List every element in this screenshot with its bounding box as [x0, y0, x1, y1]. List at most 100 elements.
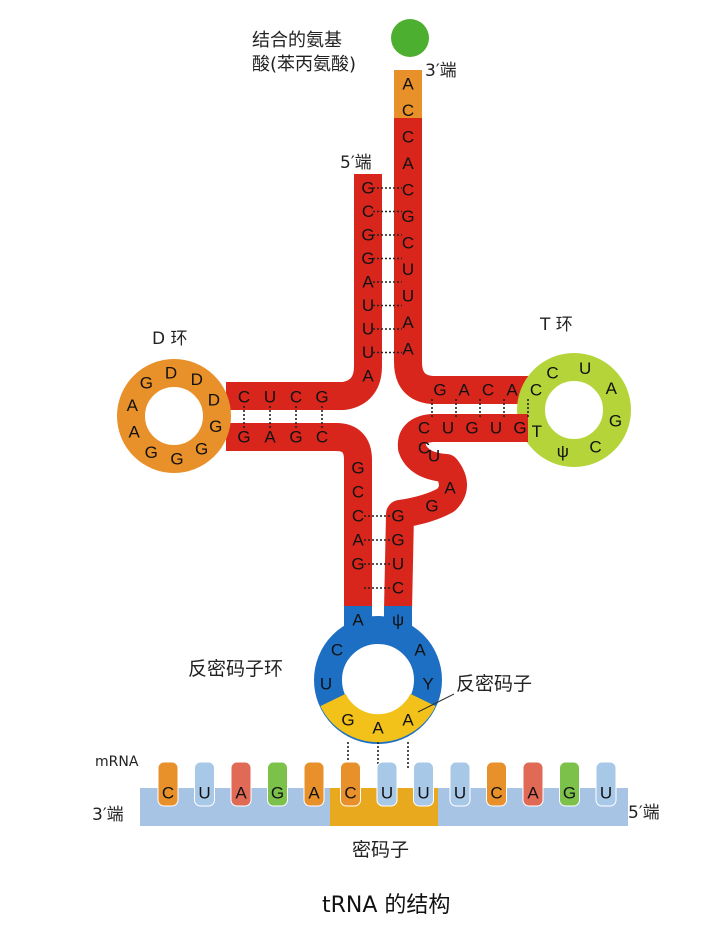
mrna-base: U	[417, 784, 429, 803]
d-stem-bottom-base: A	[264, 428, 276, 447]
mrna-base: A	[308, 784, 320, 803]
acceptor-3prime-base: A	[402, 313, 414, 332]
d-loop-base: G	[145, 443, 158, 462]
mrna-nucleotide-tab	[340, 761, 361, 807]
anticodon-stem-left-base: G	[351, 555, 364, 574]
t-loop-base: C	[589, 438, 601, 457]
acceptor-3prime-base: A	[402, 340, 414, 359]
amino-acid-ball	[391, 19, 429, 57]
d-loop-base: D	[208, 390, 220, 409]
variable-loop-base: C	[418, 439, 430, 458]
anticodon-stem-left-base: G	[351, 459, 364, 478]
d-loop-base: G	[140, 374, 153, 393]
anticodon-loop-base: A	[352, 611, 364, 630]
mrna-nucleotide-tab	[376, 761, 398, 807]
variable-loop-base: A	[444, 479, 456, 498]
d-loop-base: G	[209, 417, 222, 436]
d-loop-base: A	[127, 396, 139, 415]
mrna-base: U	[198, 784, 210, 803]
t-stem-and-variable-strand	[384, 414, 528, 611]
t-stem-bottom-base: U	[442, 419, 454, 438]
d-stem-bottom-strand	[226, 423, 372, 610]
acceptor-3prime-base: C	[402, 181, 414, 200]
anticodon-base: A	[372, 719, 384, 738]
mrna-nucleotide-tab	[303, 761, 325, 807]
anticodon-loop-base: U	[320, 675, 332, 694]
acceptor-5prime-base: U	[362, 296, 374, 315]
anticodon-stem-left-base: C	[352, 507, 364, 526]
mrna-nucleotide-tab	[157, 761, 179, 807]
t-loop-base: A	[606, 379, 618, 398]
anticodon-loop-base: A	[414, 641, 426, 660]
mrna-nucleotide-tab	[267, 761, 288, 807]
d-loop-base: A	[128, 423, 140, 442]
anticodon-loop-label: 反密码子环	[188, 658, 283, 680]
anticodon-base: A	[402, 711, 414, 730]
d-loop-base: G	[170, 449, 183, 468]
anticodon-label: 反密码子	[456, 673, 532, 695]
acceptor-5prime-base: U	[362, 343, 374, 362]
t-stem-bottom-base: G	[465, 419, 478, 438]
acceptor-5prime-base: A	[362, 367, 374, 386]
acceptor-5prime-base: U	[362, 320, 374, 339]
t-stem-bottom-base: U	[490, 419, 502, 438]
acceptor-3prime-base: A	[402, 75, 414, 94]
d-loop-ring	[117, 359, 231, 473]
mrna-base: A	[235, 784, 247, 803]
mrna-nucleotide-tab	[559, 761, 580, 807]
mrna-nucleotide-tab	[449, 761, 471, 807]
mrna-nucleotide-tab	[230, 761, 252, 807]
mrna-nucleotide-tab	[595, 761, 617, 807]
t-loop-base: T	[532, 422, 542, 441]
mrna-base: G	[271, 784, 284, 803]
acceptor-3prime-base: C	[402, 101, 414, 120]
anticodon-stem-right-base: G	[391, 531, 404, 550]
anticodon-stem-right-base: G	[391, 507, 404, 526]
mrna-nucleotide-tab	[413, 761, 434, 807]
trna-backbone	[117, 70, 631, 744]
mrna-label: mRNA	[95, 754, 139, 770]
acceptor-5prime-strand	[226, 174, 382, 410]
mrna-three-prime-label: 3′端	[92, 805, 124, 825]
acceptor-3prime-base: U	[402, 287, 414, 306]
mrna-nucleotide-tab	[522, 761, 544, 807]
mrna-base: C	[162, 784, 174, 803]
acceptor-5prime-base: G	[361, 179, 374, 198]
d-stem-bottom-base: G	[237, 428, 250, 447]
mrna-base: C	[344, 784, 356, 803]
acceptor-3prime-base: C	[402, 128, 414, 147]
anticodon-loop-base: ψ	[392, 611, 404, 630]
figure-caption: tRNA 的结构	[322, 893, 450, 918]
d-stem-top-base: U	[264, 388, 276, 407]
variable-loop-base: G	[425, 497, 438, 516]
t-loop-ring	[517, 353, 631, 467]
acceptor-5prime-base: G	[361, 249, 374, 268]
mrna-base: A	[527, 784, 539, 803]
t-stem-top-base: C	[482, 381, 494, 400]
base-pair-lines	[243, 187, 529, 770]
t-stem-top-base: A	[458, 381, 470, 400]
acceptor-5prime-base: C	[362, 202, 374, 221]
t-loop-base: C	[546, 363, 558, 382]
t-stem-bottom-base: C	[418, 419, 430, 438]
d-loop-base: G	[195, 439, 208, 458]
t-stem-top-base: A	[506, 381, 518, 400]
anticodon-stem-left-base: A	[352, 531, 364, 550]
t-stem-bottom-base: G	[513, 419, 526, 438]
anticodon-stem-left-base: C	[352, 483, 364, 502]
mrna-base: U	[381, 784, 393, 803]
acceptor-5prime-base: G	[361, 226, 374, 245]
d-stem-top-base: G	[315, 388, 328, 407]
amino-acid-label-line2: 酸(苯丙氨酸)	[252, 54, 356, 75]
anticodon-triplet-arc	[320, 693, 436, 743]
codon-label: 密码子	[352, 839, 409, 861]
d-stem-top-base: C	[290, 388, 302, 407]
t-loop-base: G	[609, 412, 622, 431]
mrna-five-prime-label: 5′端	[628, 803, 660, 823]
t-loop-base: ψ	[557, 442, 569, 461]
t-loop-base: U	[579, 359, 591, 378]
acceptor-3prime-base: U	[402, 260, 414, 279]
